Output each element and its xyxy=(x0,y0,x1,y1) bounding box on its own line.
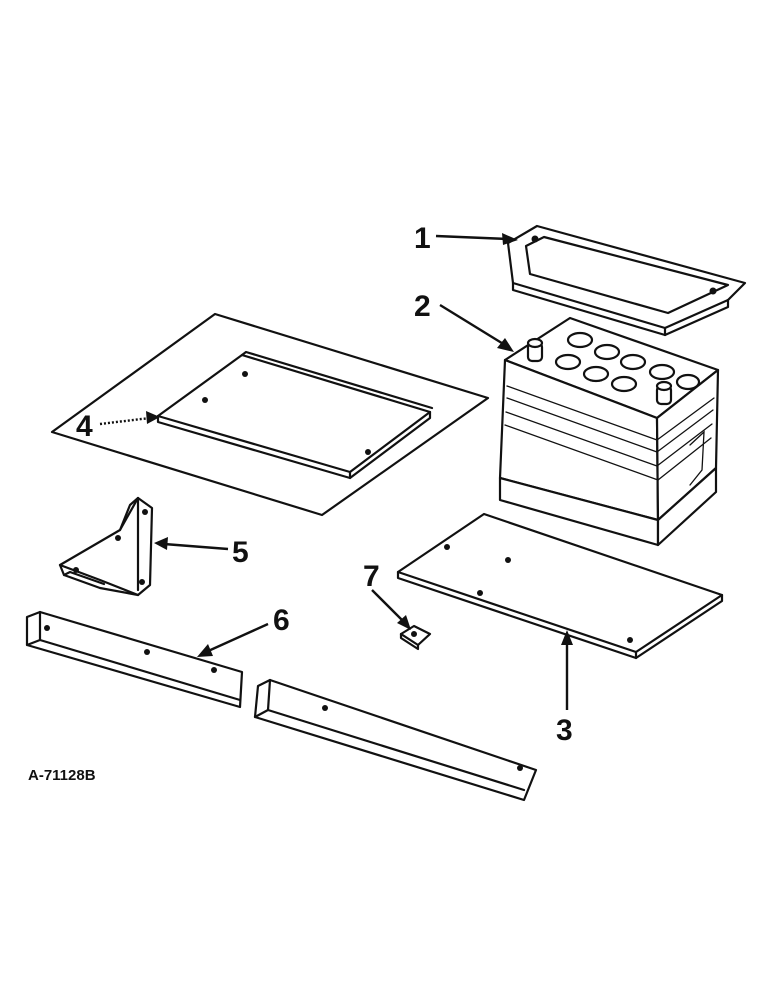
part-hold-down-frame xyxy=(506,224,747,337)
callout-4: 4 xyxy=(76,410,93,443)
leader-1 xyxy=(435,233,518,245)
callout-3: 3 xyxy=(556,714,573,747)
callout-1: 1 xyxy=(414,222,431,255)
leader-4 xyxy=(99,411,160,426)
battery-terminals xyxy=(526,337,673,406)
part-clip-nut xyxy=(399,624,432,651)
battery-cell-caps xyxy=(554,331,701,393)
callout-6: 6 xyxy=(273,604,290,637)
part-support-rail-left xyxy=(25,610,244,709)
part-support-rail-right xyxy=(253,678,538,802)
leader-5 xyxy=(154,537,229,551)
callout-5: 5 xyxy=(232,536,249,569)
callout-7: 7 xyxy=(363,560,380,593)
part-battery xyxy=(498,316,720,547)
callout-2: 2 xyxy=(414,290,431,323)
part-mounting-panel xyxy=(50,312,490,517)
leader-6 xyxy=(197,622,269,657)
part-battery-tray xyxy=(396,512,724,660)
leader-7 xyxy=(371,589,411,630)
leader-3 xyxy=(561,630,573,710)
part-angle-bracket xyxy=(58,496,154,597)
leader-2 xyxy=(439,303,514,352)
drawing-reference-code: A-71128B xyxy=(28,767,96,784)
